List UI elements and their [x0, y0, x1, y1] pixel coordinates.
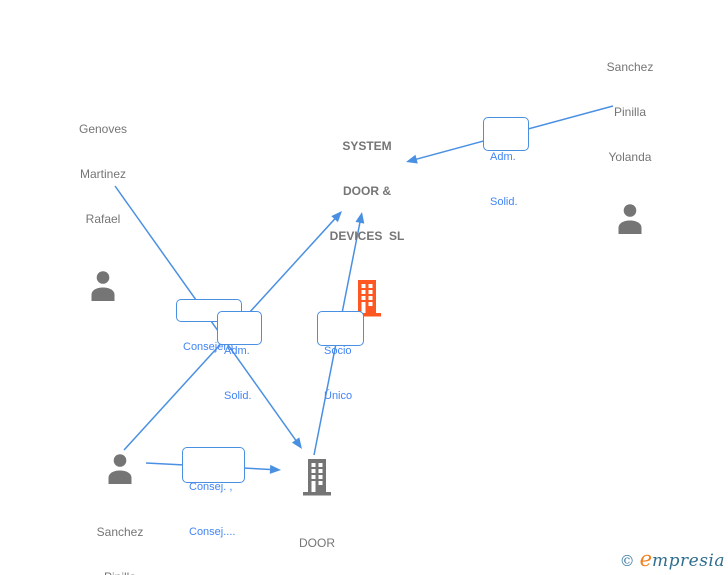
node-door-system-sl[interactable]: DOOR SYSTEM SL [257, 457, 377, 575]
edge-label-socio-unico: Socio Único [317, 311, 364, 402]
node-label: Sanchez Pinilla Yolanda [606, 60, 654, 164]
logo-text: mpresia [652, 551, 725, 571]
copyright-icon: © [619, 552, 635, 570]
logo-initial: e [639, 547, 652, 571]
node-genoves-martinez-rafael[interactable]: Genoves Martinez Rafael [43, 92, 163, 306]
person-icon [89, 270, 117, 306]
node-sanchez-pinilla-elena[interactable]: Sanchez Pinilla Elena [60, 453, 180, 575]
person-icon [616, 203, 644, 239]
edge-label-consej-list: Consej. , Consej.... [182, 447, 245, 538]
node-sanchez-pinilla-yolanda[interactable]: Sanchez Pinilla Yolanda [570, 30, 690, 239]
node-label: Genoves Martinez Rafael [78, 122, 128, 226]
node-label: SYSTEM DOOR & DEVICES SL [329, 139, 405, 243]
empresia-logo: © e mpresia [620, 547, 725, 571]
edge-label-adm-solid-mid: Adm. Solid. [217, 311, 262, 402]
node-label: Sanchez Pinilla Elena [96, 525, 144, 575]
node-label: DOOR SYSTEM SL [299, 536, 335, 550]
node-system-door-devices-sl[interactable]: SYSTEM DOOR & DEVICES SL [307, 109, 427, 323]
person-icon [106, 453, 134, 489]
building-icon [301, 457, 333, 502]
edge-label-adm-solid-top: Adm. Solid. [483, 117, 529, 208]
building-icon [351, 278, 383, 323]
